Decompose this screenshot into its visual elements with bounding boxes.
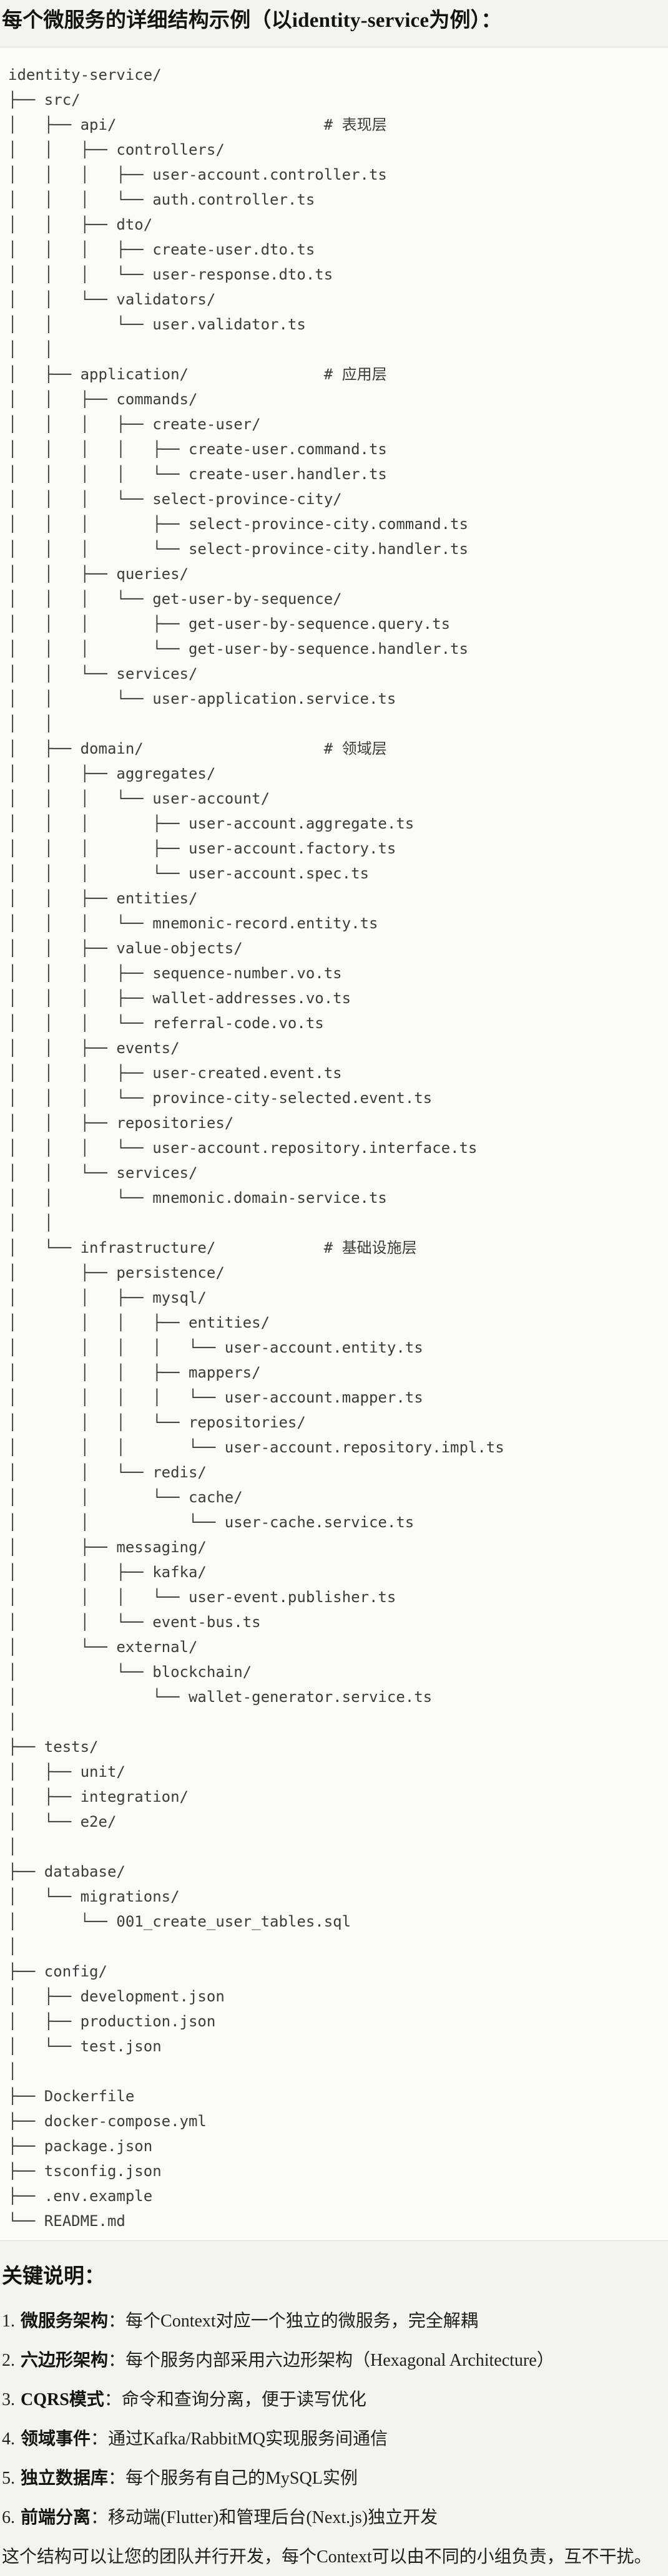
note-term: CQRS模式: [21, 2390, 104, 2409]
note-term: 六边形架构: [21, 2351, 109, 2370]
note-term: 独立数据库: [21, 2469, 109, 2488]
note-term: 领域事件: [21, 2429, 91, 2449]
note-desc: 每个服务有自己的MySQL实例: [125, 2469, 358, 2488]
note-colon: ：: [108, 2351, 126, 2370]
note-desc: 移动端(Flutter)和管理后台(Next.js)独立开发: [108, 2508, 438, 2527]
closing-paragraph: 这个结构可以让您的团队并行开发，每个Context可以由不同的小组负责，互不干扰…: [2, 2547, 652, 2567]
note-desc: 命令和查询分离，便于读写优化: [121, 2390, 366, 2409]
list-number: 6.: [2, 2508, 15, 2527]
note-colon: ：: [91, 2429, 109, 2449]
list-number: 5.: [2, 2469, 15, 2488]
page-title: 每个微服务的详细结构示例（以identity-service为例）：: [2, 9, 502, 32]
note-colon: ：: [104, 2390, 122, 2409]
list-number: 4.: [2, 2429, 15, 2449]
note-colon: ：: [108, 2469, 126, 2488]
key-notes-list: 1.微服务架构：每个Context对应一个独立的微服务，完全解耦 2.六边形架构…: [2, 2309, 668, 2530]
directory-tree-code-block: identity-service/ ├── src/ │ ├── api/ # …: [0, 47, 668, 2241]
list-number: 3.: [2, 2390, 15, 2409]
note-desc: 每个服务内部采用六边形架构（Hexagonal Architecture）: [125, 2351, 554, 2370]
note-term: 微服务架构: [21, 2311, 109, 2331]
document-page: { "title": "每个微服务的详细结构示例（以identity-servi…: [0, 7, 668, 2576]
list-item: 6. 前端分离：移动端(Flutter)和管理后台(Next.js)独立开发: [2, 2506, 668, 2530]
note-colon: ：: [108, 2311, 126, 2331]
list-item: 3. CQRS模式：命令和查询分离，便于读写优化: [2, 2388, 668, 2413]
list-number: 1.: [2, 2311, 15, 2331]
note-colon: ：: [91, 2508, 109, 2527]
note-desc: 通过Kafka/RabbitMQ实现服务间通信: [108, 2429, 388, 2449]
list-item: 5. 独立数据库：每个服务有自己的MySQL实例: [2, 2466, 668, 2491]
note-desc: 每个Context对应一个独立的微服务，完全解耦: [125, 2311, 478, 2331]
note-term: 前端分离: [21, 2508, 91, 2527]
list-item: 1. 微服务架构：每个Context对应一个独立的微服务，完全解耦: [2, 2309, 668, 2334]
list-item: 4. 领域事件：通过Kafka/RabbitMQ实现服务间通信: [2, 2427, 668, 2452]
list-item: 2. 六边形架构：每个服务内部采用六边形架构（Hexagonal Architec…: [2, 2348, 668, 2373]
list-number: 2.: [2, 2351, 15, 2370]
key-notes-heading: 关键说明：: [2, 2265, 105, 2288]
